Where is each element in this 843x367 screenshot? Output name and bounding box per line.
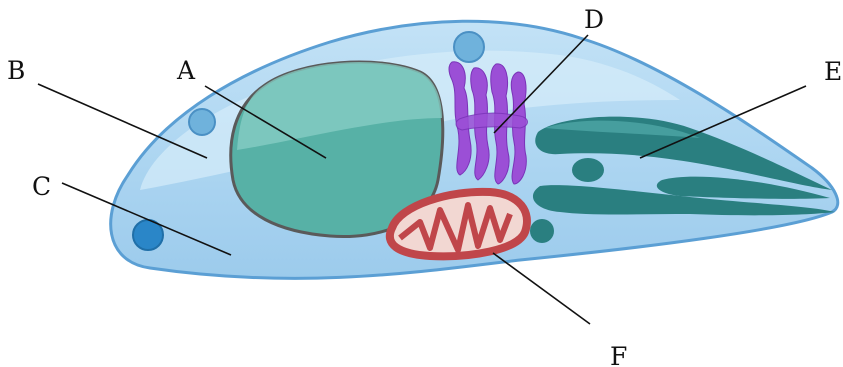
label-e: E [824, 57, 842, 86]
label-c: C [32, 172, 51, 201]
vesicle-left [189, 109, 215, 135]
basal-body [530, 219, 554, 243]
label-b: B [7, 56, 25, 85]
vesicle-top [454, 32, 484, 62]
label-d: D [584, 5, 604, 34]
kinetoplast [572, 158, 604, 182]
label-a: A [176, 56, 196, 85]
label-f: F [610, 342, 627, 367]
leader-line-f [493, 253, 590, 324]
